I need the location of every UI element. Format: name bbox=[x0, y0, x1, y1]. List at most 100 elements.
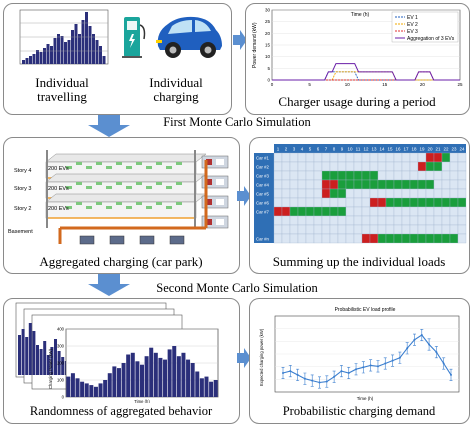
travel-bar bbox=[57, 34, 60, 64]
story-labels: Story 4 Story 3 Story 2 Basement 200 EVs… bbox=[8, 166, 69, 235]
random-bar bbox=[112, 366, 117, 397]
load-cell bbox=[457, 179, 467, 190]
parked-car bbox=[76, 202, 82, 205]
load-cell bbox=[273, 170, 283, 181]
load-cell bbox=[337, 179, 347, 190]
load-cell bbox=[449, 233, 459, 244]
random-bar bbox=[66, 376, 71, 397]
load-cell bbox=[425, 224, 435, 235]
car-label: Car #3 bbox=[256, 174, 270, 179]
load-cell bbox=[433, 170, 443, 181]
random-bar bbox=[107, 373, 112, 397]
load-cell bbox=[337, 233, 347, 244]
travel-bar bbox=[92, 34, 95, 64]
travel-bar bbox=[81, 20, 85, 64]
load-cell bbox=[361, 215, 371, 226]
random-bar bbox=[186, 359, 191, 397]
power-chart-legend: EV 1 EV 2 EV 3 Aggregation of 3 EVs bbox=[391, 11, 459, 43]
load-cell bbox=[393, 161, 403, 172]
parked-car bbox=[166, 206, 172, 209]
electric-car-icon bbox=[156, 16, 222, 58]
arrow-down-icon bbox=[88, 274, 130, 296]
charger-box bbox=[139, 235, 155, 245]
charger-light bbox=[206, 179, 212, 185]
load-cell bbox=[281, 152, 291, 163]
load-cell bbox=[337, 206, 347, 217]
car-label: Car #n bbox=[256, 237, 270, 242]
load-cell bbox=[441, 161, 451, 172]
load-cell bbox=[305, 161, 315, 172]
travel-bar bbox=[95, 40, 99, 64]
hour-label: 19 bbox=[419, 147, 425, 152]
load-cell bbox=[441, 170, 451, 181]
load-cell bbox=[329, 170, 339, 181]
x-tick-label: 0 bbox=[271, 82, 274, 87]
probabilistic-load-chart: Probabilistic EV load profile Expected c… bbox=[259, 307, 460, 401]
load-cell bbox=[449, 161, 459, 172]
hour-label: 21 bbox=[435, 147, 441, 152]
load-cell bbox=[281, 233, 291, 244]
car-label-cell bbox=[254, 162, 274, 171]
hour-label: 17 bbox=[403, 147, 409, 152]
load-cell bbox=[305, 188, 315, 199]
load-cell bbox=[393, 152, 403, 163]
parked-car bbox=[156, 162, 162, 165]
load-cell bbox=[377, 233, 387, 244]
load-cell bbox=[361, 197, 371, 208]
load-cell bbox=[281, 224, 291, 235]
hour-label: 12 bbox=[363, 147, 369, 152]
car-park-panel: Story 4 Story 3 Story 2 Basement 200 EVs… bbox=[3, 137, 240, 274]
data-point bbox=[362, 366, 365, 369]
parked-car bbox=[136, 162, 142, 165]
load-cell bbox=[353, 224, 363, 235]
load-cell bbox=[297, 188, 307, 199]
travel-bar bbox=[22, 60, 25, 64]
load-cell bbox=[401, 206, 411, 217]
car-label-cell bbox=[254, 189, 274, 198]
load-cell bbox=[345, 170, 355, 181]
data-point bbox=[413, 338, 416, 341]
load-cell bbox=[337, 224, 347, 235]
load-cell bbox=[305, 170, 315, 181]
load-cell bbox=[441, 197, 451, 208]
load-cell bbox=[377, 188, 387, 199]
back-bar bbox=[61, 357, 65, 375]
randomness-label: Randomness of aggregated behavior bbox=[29, 404, 213, 418]
parked-car bbox=[136, 182, 142, 185]
load-cell bbox=[289, 179, 299, 190]
load-cell bbox=[369, 197, 379, 208]
load-cell bbox=[353, 197, 363, 208]
load-cell bbox=[409, 188, 419, 199]
aggregated-charging-label: Aggregated charging (car park) bbox=[39, 254, 203, 269]
load-cell bbox=[353, 233, 363, 244]
load-cell bbox=[425, 179, 435, 190]
arrow-right-icon bbox=[237, 348, 251, 368]
hour-label: 9 bbox=[341, 147, 344, 152]
data-point bbox=[347, 372, 350, 374]
load-cell bbox=[297, 179, 307, 190]
load-cell bbox=[385, 188, 395, 199]
load-cell bbox=[313, 170, 323, 181]
hour-label: 24 bbox=[459, 147, 465, 152]
story-2-label: Story 2 bbox=[14, 206, 31, 212]
load-cell bbox=[369, 233, 379, 244]
parked-car bbox=[156, 202, 162, 205]
load-cell bbox=[417, 197, 427, 208]
random-bar bbox=[80, 381, 85, 397]
random-bar bbox=[84, 383, 89, 397]
parked-car bbox=[86, 206, 92, 209]
y-tick-label: 10 bbox=[265, 54, 271, 59]
load-cell bbox=[449, 152, 459, 163]
hour-label: 14 bbox=[379, 147, 385, 152]
power-chart-ylabel: Power demand (kW) bbox=[252, 22, 258, 68]
load-cell bbox=[273, 152, 283, 163]
prob-chart-title: Probabilistic EV load profile bbox=[335, 307, 396, 313]
data-point bbox=[355, 368, 358, 371]
load-cell bbox=[393, 233, 403, 244]
hour-label: 23 bbox=[451, 147, 457, 152]
parked-car bbox=[66, 166, 72, 169]
load-cell bbox=[289, 215, 299, 226]
load-cell bbox=[417, 170, 427, 181]
load-cell bbox=[289, 170, 299, 181]
